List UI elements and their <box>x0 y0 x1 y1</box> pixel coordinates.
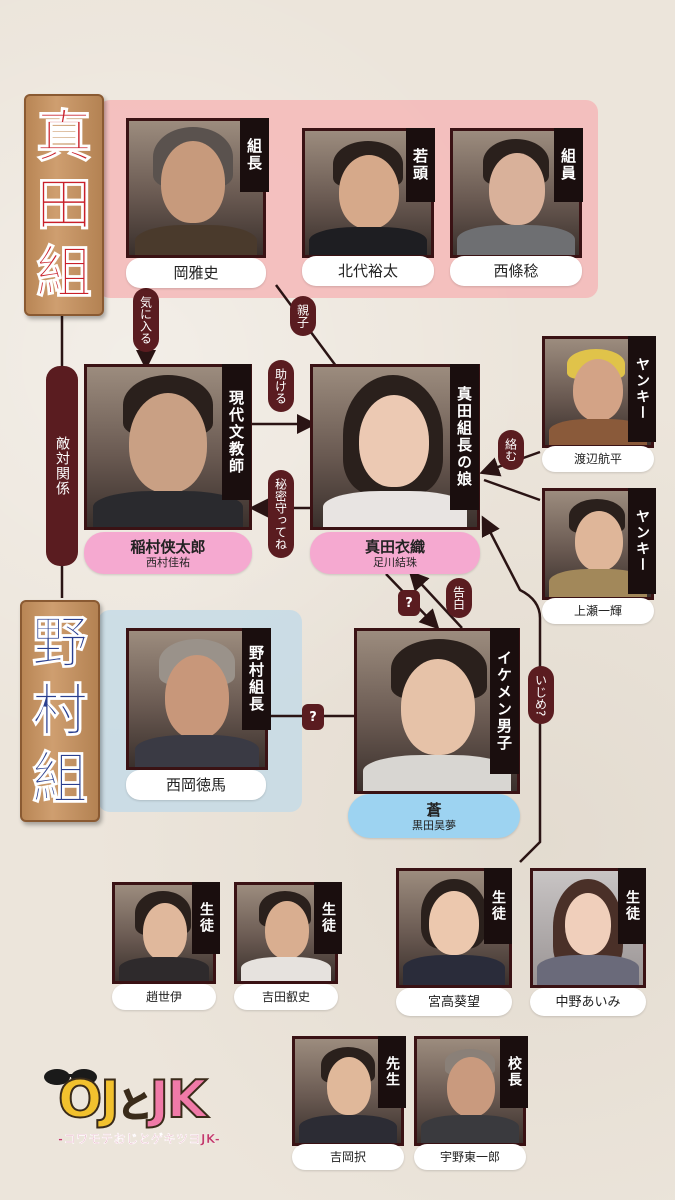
card-yoshida: 生徒 吉田叡史 <box>234 882 342 1010</box>
parent-relation-label: 親子 <box>290 296 316 336</box>
enemy-relation-label: 敵対関係 <box>46 366 78 566</box>
role-label: 真田組長の娘 <box>450 364 479 510</box>
nomura-group-sign: 野 村 組 <box>20 600 100 822</box>
sign-char: 村 <box>32 678 89 745</box>
name-plate: 渡辺航平 <box>542 446 654 472</box>
bully-relation-label: いじめ? <box>528 666 554 725</box>
role-label: ヤンキー <box>628 488 656 594</box>
sign-char: 組 <box>32 746 89 813</box>
card-watanabe: ヤンキー 渡辺航平 <box>542 336 656 472</box>
name-plate: 吉岡択 <box>292 1144 404 1170</box>
character-name: 吉岡択 <box>329 1149 366 1164</box>
help-relation-label: 助ける <box>268 360 294 412</box>
confess-relation-label: 告白 <box>446 578 472 618</box>
name-plate: 趙世伊 <box>112 984 216 1010</box>
character-name: 西岡徳馬 <box>165 776 226 794</box>
portrait-photo <box>126 118 266 258</box>
card-cho: 生徒 趙世伊 <box>112 882 220 1010</box>
card-ioi: 真田組長の娘 真田衣織 足川結珠 <box>310 364 480 574</box>
card-miyataka: 生徒 宮高葵望 <box>396 868 512 1016</box>
sign-char: 田 <box>36 172 93 239</box>
role-label: 野村組長 <box>242 628 271 730</box>
card-saijo: 組員 西條稔 <box>450 128 583 286</box>
sign-char: 真 <box>36 104 93 171</box>
name-plate: 上瀬一輝 <box>542 598 654 624</box>
actor-name: 黒田昊夢 <box>412 818 456 832</box>
card-inamura: 現代文教師 稲村侠太郎 西村佳祐 <box>84 364 252 574</box>
card-kitadai: 若頭 北代裕太 <box>302 128 435 286</box>
role-label: 校長 <box>500 1036 528 1108</box>
name-plate: 西岡徳馬 <box>126 770 266 800</box>
card-nishioka: 野村組長 西岡徳馬 <box>126 628 271 800</box>
logo-title-jk: JK <box>149 1069 209 1131</box>
character-name: 蒼 <box>426 800 442 819</box>
name-plate: 稲村侠太郎 西村佳祐 <box>84 532 252 574</box>
logo-subtitle: -コワモテおじとゲキツヨJK- <box>58 1132 221 1146</box>
name-plate: 蒼 黒田昊夢 <box>348 794 520 838</box>
name-plate: 北代裕太 <box>302 256 434 286</box>
tangle-line-2 <box>483 478 541 502</box>
character-name: 中野あいみ <box>555 994 621 1010</box>
secret-relation-label: 秘密守ってね <box>268 470 294 558</box>
card-ao: イケメン男子 蒼 黒田昊夢 <box>348 628 520 838</box>
confess-arrow <box>408 570 463 629</box>
role-label: イケメン男子 <box>490 628 519 774</box>
sanada-group-sign: 真 田 組 <box>24 94 104 316</box>
character-name: 宮高葵望 <box>427 994 480 1010</box>
sign-char: 組 <box>36 240 93 307</box>
favor-relation-label: 気に入る <box>133 288 159 352</box>
role-label: 生徒 <box>618 868 646 944</box>
name-plate: 吉田叡史 <box>234 984 338 1010</box>
character-name: 趙世伊 <box>145 989 182 1004</box>
actor-name: 足川結珠 <box>373 555 417 569</box>
sign-char: 野 <box>32 610 89 677</box>
logo-title: OJとJK <box>57 1069 209 1131</box>
character-name: 真田衣織 <box>364 537 425 556</box>
character-name: 稲村侠太郎 <box>130 537 206 556</box>
name-plate: 真田衣織 足川結珠 <box>310 532 480 574</box>
tangle-relation-label: 絡む <box>498 430 524 470</box>
portrait-photo <box>530 868 646 988</box>
card-uno: 校長 宇野東一郎 <box>414 1036 528 1170</box>
character-name: 吉田叡史 <box>261 989 310 1004</box>
role-label: 生徒 <box>192 882 220 954</box>
logo-title-oj: OJ <box>57 1069 121 1131</box>
name-plate: 宇野東一郎 <box>414 1144 526 1170</box>
name-plate: 宮高葵望 <box>396 988 512 1016</box>
role-label: 生徒 <box>314 882 342 954</box>
portrait-photo <box>112 882 216 984</box>
card-kamise: ヤンキー 上瀬一輝 <box>542 488 656 624</box>
role-label: 生徒 <box>484 868 512 944</box>
role-label: 若頭 <box>406 128 435 202</box>
logo-title-to: と <box>117 1085 153 1127</box>
bully-line <box>481 515 542 863</box>
character-name: 宇野東一郎 <box>439 1149 500 1164</box>
role-label: 現代文教師 <box>222 364 251 500</box>
card-nakano: 生徒 中野あいみ <box>530 868 646 1016</box>
character-name: 上瀬一輝 <box>573 603 622 618</box>
card-yoshioka: 先生 吉岡択 <box>292 1036 406 1170</box>
role-label: ヤンキー <box>628 336 656 442</box>
actor-name: 西村佳祐 <box>146 555 190 569</box>
role-label: 先生 <box>378 1036 406 1108</box>
unknown-relation-badge: ? <box>302 704 324 730</box>
character-name: 北代裕太 <box>337 262 398 280</box>
card-oka: 組長 岡雅史 <box>126 118 269 288</box>
character-name: 岡雅史 <box>173 264 219 282</box>
character-name: 西條稔 <box>493 262 539 280</box>
unknown-relation-badge: ? <box>398 590 420 616</box>
name-plate: 中野あいみ <box>530 988 646 1016</box>
character-name: 渡辺航平 <box>573 451 622 466</box>
role-label: 組長 <box>240 118 269 192</box>
role-label: 組員 <box>554 128 583 202</box>
show-logo: OJとJK -コワモテおじとゲキツヨJK- <box>40 1062 260 1152</box>
name-plate: 岡雅史 <box>126 258 266 288</box>
sunglasses-icon <box>44 1069 97 1085</box>
name-plate: 西條稔 <box>450 256 582 286</box>
